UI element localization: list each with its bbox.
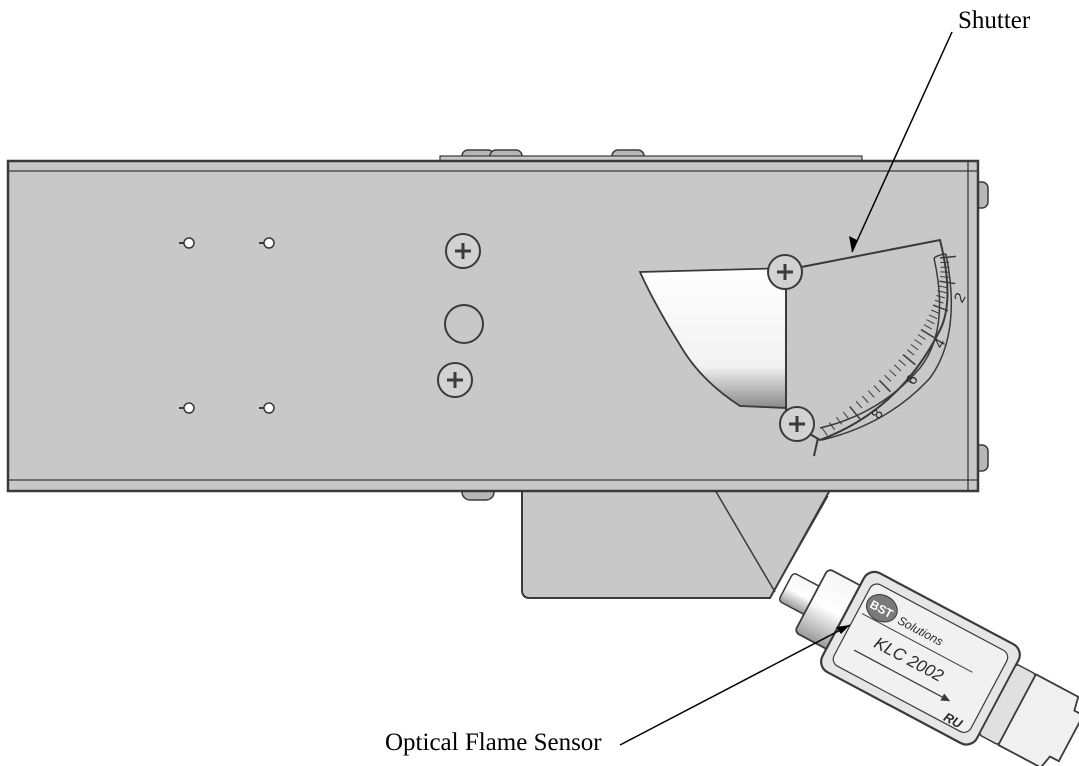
scale-tick [934,299,944,304]
scale-tick [939,255,956,259]
scale-tick [910,344,919,351]
lower-bracket [461,479,832,599]
scale-tick [939,276,950,278]
shutter-leader-arrow-icon [849,236,857,252]
optical-flame-sensor: BST Solutions KLC 2002 RU [778,569,1079,766]
bst-logo-badge [865,594,898,623]
scale-tick [878,379,892,393]
direction-arrow-icon [940,693,951,702]
screw-top [444,232,482,270]
scale-tick [902,354,916,366]
scale-tick [898,359,906,366]
scale-tick [939,280,956,285]
scale-tick [835,416,843,425]
screw-bottom [436,361,474,399]
scale-tick [906,349,915,356]
scale-tick [821,427,828,436]
shutter-scale-ticks [821,255,956,436]
scale-tick [867,390,875,398]
scale-tick [936,295,946,299]
sensor-leader-line [619,624,851,746]
scale-tick [923,324,932,330]
scale-tick [928,314,938,320]
shutter-screw-bottom [778,405,816,443]
shutter-leader-line [851,31,953,253]
scale-tick [932,304,949,312]
scale-tick [893,364,902,372]
shutter-callout-label: Shutter [958,7,1031,34]
scale-tick [889,369,897,377]
sensor-leader-arrow-icon [836,625,850,634]
scale-tick [930,309,940,314]
scale-tick [917,334,926,340]
scale-tick [828,422,836,431]
scale-tick [855,400,863,409]
scale-tick [842,411,850,420]
scale-tick [873,385,881,393]
round-hole [444,304,484,344]
scale-tick [861,395,869,404]
sight-window [638,267,791,409]
optical-flame-sensor-callout-label: Optical Flame Sensor [385,729,602,756]
shutter-plate [785,238,953,457]
scale-tick [849,406,861,420]
center-fasteners [436,232,484,399]
shutter-screw-top [766,253,804,291]
scale-tick [914,339,923,346]
scale-tick [938,285,948,289]
scale-tick [937,290,947,294]
scale-tick [920,328,936,339]
scale-tick [926,319,935,325]
scale-tick [884,374,892,382]
connector-plug [997,673,1079,766]
